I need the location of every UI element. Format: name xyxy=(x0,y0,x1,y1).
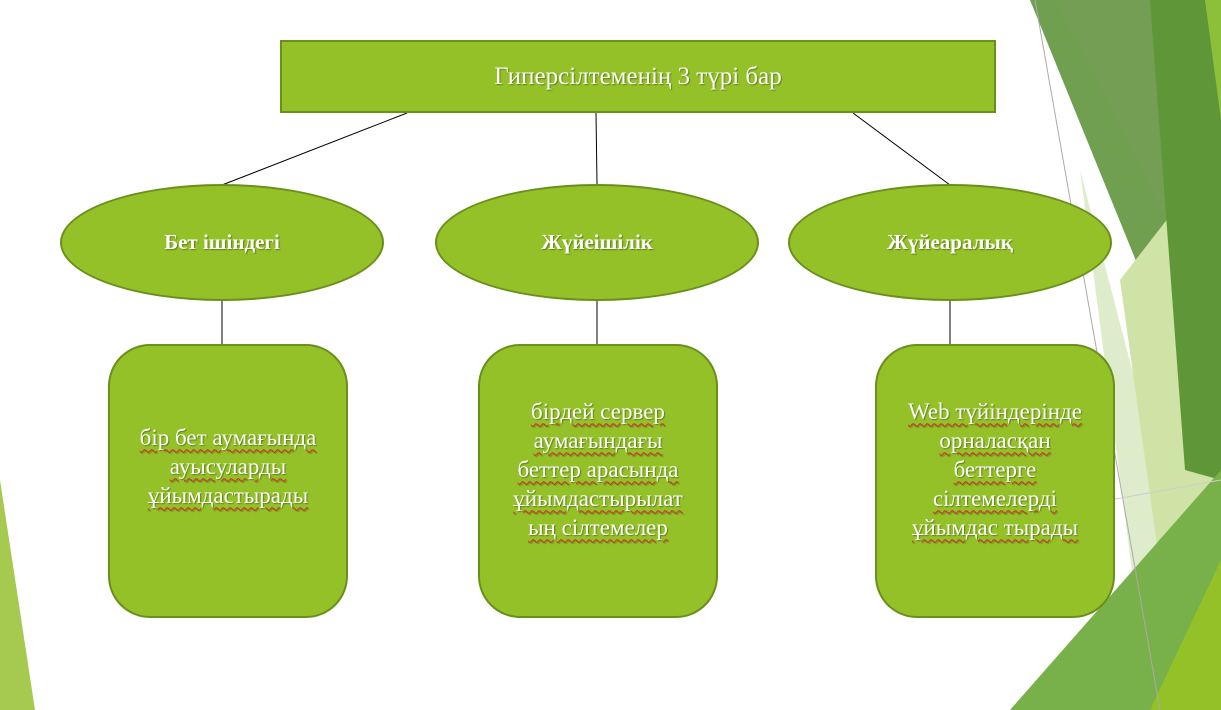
category-label: Жүйеішілік xyxy=(541,230,653,254)
description-line: ұйымдас тырады xyxy=(911,514,1079,540)
description-line: ұйымдастырады xyxy=(147,482,309,508)
description-line: беттерге xyxy=(953,456,1037,482)
description-box-intra-system: бірдей сервер аумағындағы беттер арасынд… xyxy=(478,344,718,618)
description-line: ұйымдастырылат xyxy=(513,485,683,511)
description-line: ауысуларды xyxy=(169,453,287,479)
description-line: аумағындағы xyxy=(533,427,663,453)
description-box-in-page: бір бет аумағында ауысуларды ұйымдастыра… xyxy=(108,344,348,618)
connector-lines xyxy=(221,112,951,344)
description-line: орналасқан xyxy=(939,427,1051,453)
description-line: ың сілтемелер xyxy=(528,514,668,540)
diagram-title-box: Гиперсілтеменің 3 түрі бар xyxy=(280,40,996,113)
category-ellipse-inter-system: Жүйеаралық xyxy=(788,184,1112,301)
category-ellipse-in-page: Бет ішіндегі xyxy=(60,184,384,301)
description-line: бір бет аумағында xyxy=(139,424,317,450)
category-label: Бет ішіндегі xyxy=(164,230,280,254)
description-line: сілтемелерді xyxy=(932,485,1058,511)
description-line: бірдей сервер xyxy=(531,398,665,424)
category-label: Жүйеаралық xyxy=(887,230,1013,254)
title-text: Гиперсілтеменің 3 түрі бар xyxy=(494,62,782,90)
category-ellipse-intra-system: Жүйеішілік xyxy=(435,184,759,301)
description-box-inter-system: Web түйіндерінде орналасқан беттерге сіл… xyxy=(875,344,1115,618)
description-line: Web түйіндерінде xyxy=(908,398,1082,424)
description-line: беттер арасында xyxy=(517,456,679,482)
